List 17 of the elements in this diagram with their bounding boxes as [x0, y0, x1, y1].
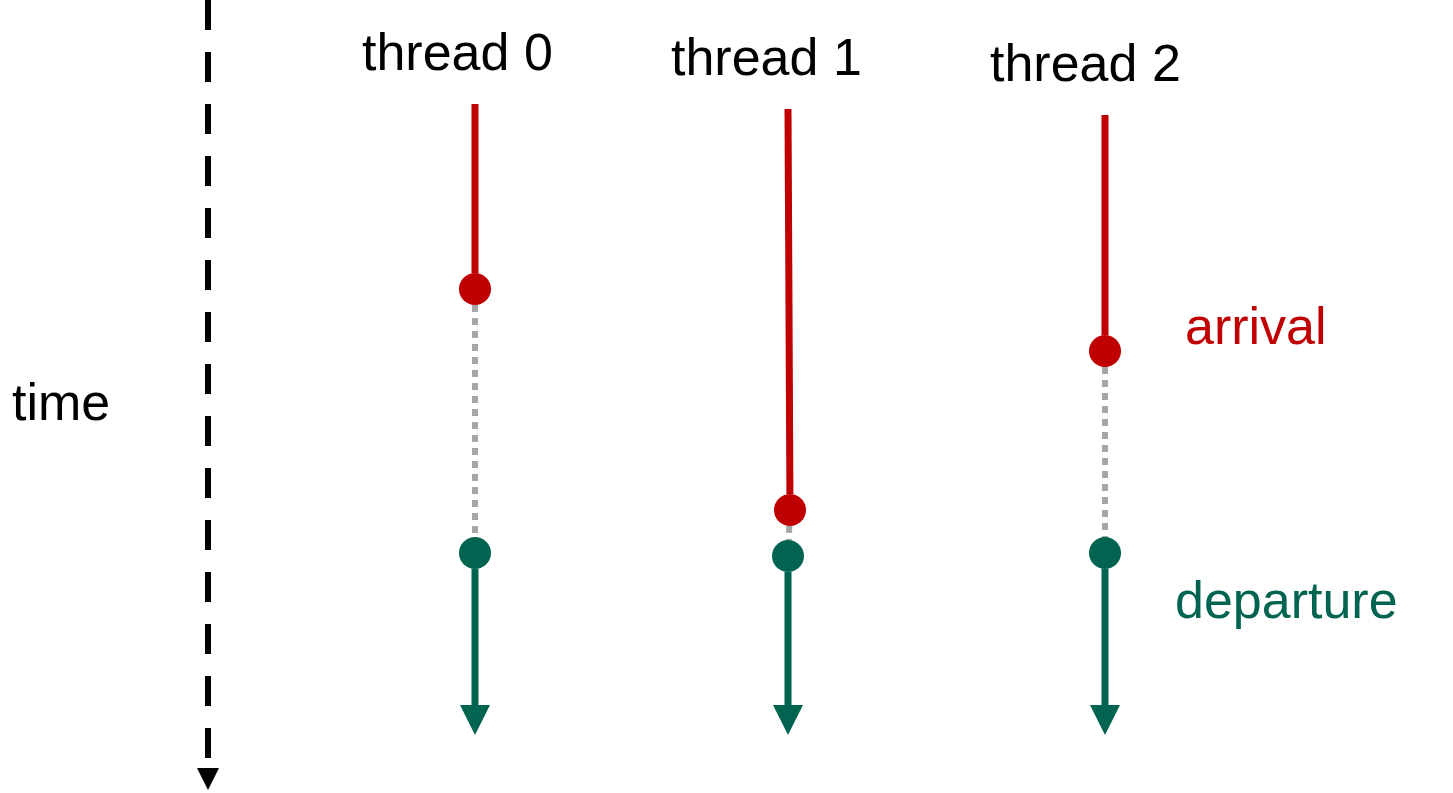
event-dot: [772, 540, 804, 572]
event-dot: [1089, 335, 1121, 367]
axis-label: time: [12, 372, 111, 432]
event-dot: [459, 273, 491, 305]
annotation-label: arrival: [1185, 296, 1327, 356]
thread-label: thread 0: [362, 22, 553, 82]
arrow: [773, 572, 803, 735]
waiting-line: [785, 525, 793, 541]
annotation-label: departure: [1175, 570, 1398, 630]
thread-label: thread 2: [990, 33, 1181, 93]
arrow: [1090, 569, 1120, 735]
event-dot: [459, 537, 491, 569]
thread-label: thread 1: [671, 27, 862, 87]
waiting-line: [1102, 367, 1108, 537]
event-dot: [1089, 537, 1121, 569]
event-dot: [774, 494, 806, 526]
arrow: [460, 569, 490, 735]
